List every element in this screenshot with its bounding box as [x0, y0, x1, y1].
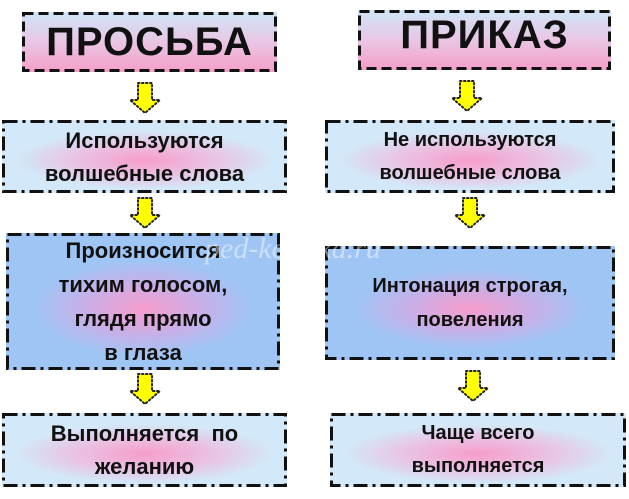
step-line: в глаза — [104, 339, 182, 365]
step-line: глядя прямо — [74, 305, 212, 331]
step-line: Чаще всего — [421, 422, 535, 444]
request-title: ПРОСЬБА — [46, 19, 253, 64]
order-step-3: Чаще всего выполняется — [330, 413, 626, 487]
arrow-down-icon — [449, 80, 485, 113]
order-title: ПРИКАЗ — [400, 12, 569, 57]
arrow-down-icon — [455, 370, 491, 403]
step-line: желанию — [94, 454, 195, 479]
arrow-down-icon — [127, 82, 163, 115]
step-line: Произносится — [65, 237, 221, 263]
step-line: волшебные слова — [44, 160, 245, 186]
step-line: Интонация строгая, — [372, 275, 568, 297]
step-line: волшебные слова — [379, 161, 561, 184]
step-line: повеления — [416, 309, 524, 331]
order-step-2: Интонация строгая, повеления — [325, 246, 615, 360]
order-title-box: ПРИКАЗ — [358, 10, 611, 70]
request-step-2: Произносится тихим голосом, глядя прямо … — [6, 233, 280, 370]
order-step-1: Не используются волшебные слова — [325, 120, 615, 193]
arrow-down-icon — [127, 197, 163, 230]
step-line: Выполняется по — [50, 421, 239, 446]
step-line: Не используются — [383, 128, 557, 151]
arrow-down-icon — [127, 373, 163, 406]
step-line: Используются — [65, 127, 224, 153]
request-step-3: Выполняется по желанию — [2, 413, 287, 487]
request-step-1: Используются волшебные слова — [2, 120, 287, 193]
request-title-box: ПРОСЬБА — [22, 12, 277, 72]
arrow-down-icon — [452, 197, 488, 230]
step-line: выполняется — [411, 455, 545, 477]
step-line: тихим голосом, — [58, 271, 228, 297]
